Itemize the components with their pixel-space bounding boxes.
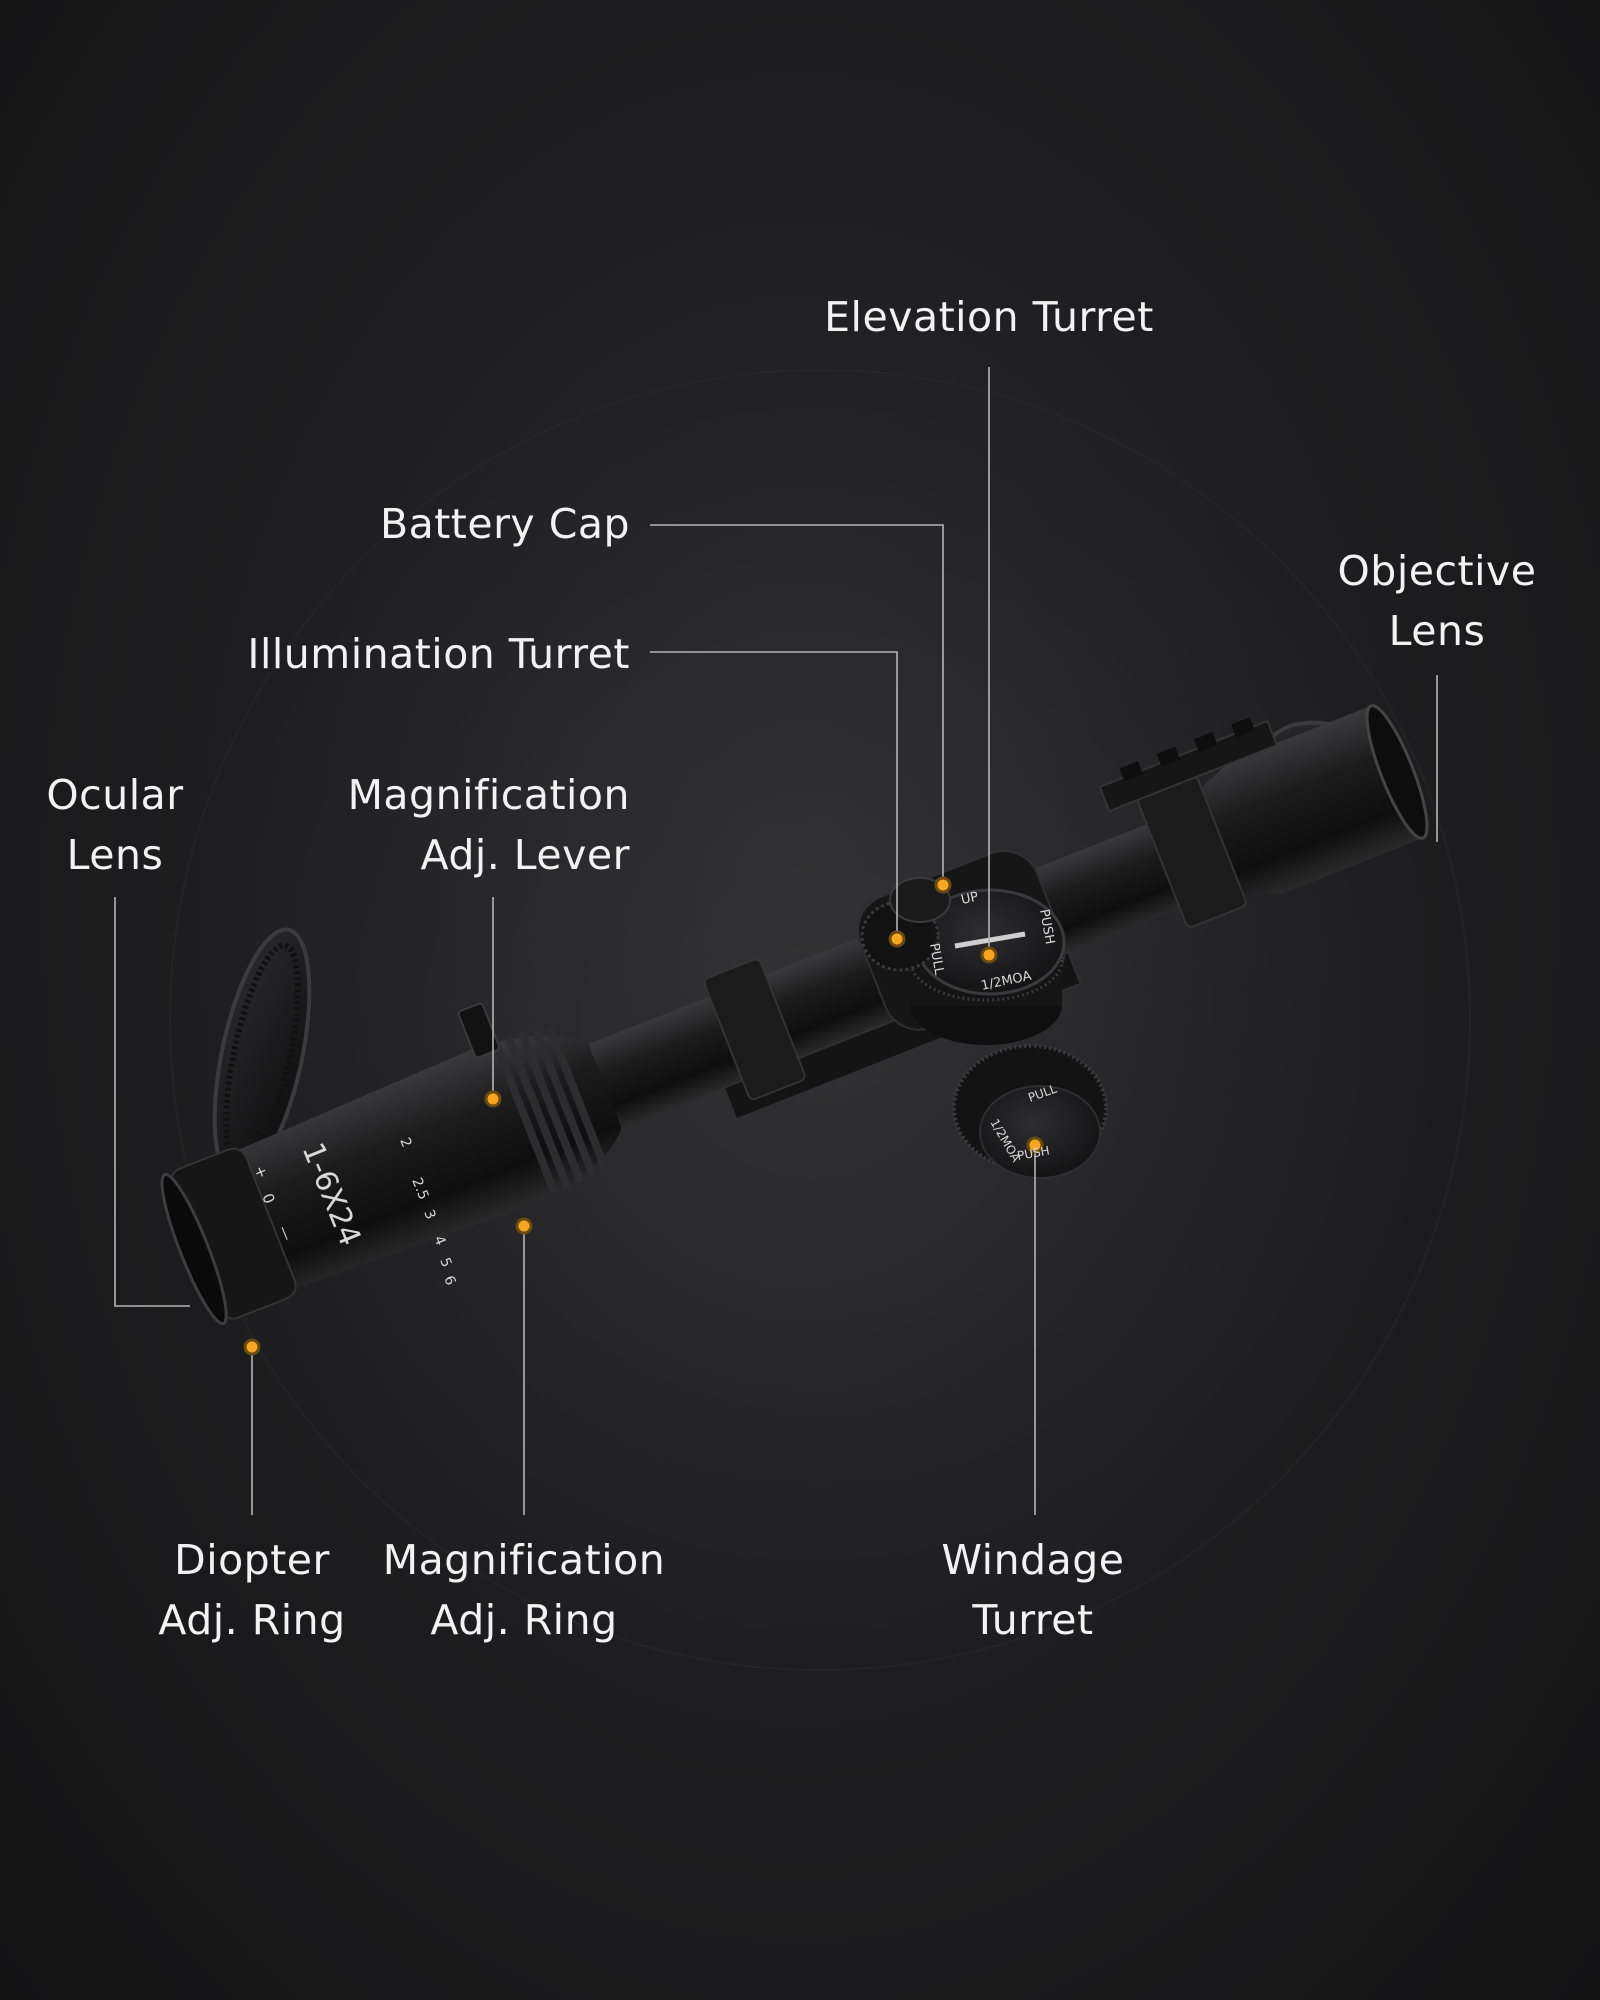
leader-lines [114, 367, 1438, 1515]
label-line: Ocular [46, 771, 184, 819]
label-line: Magnification [382, 1536, 666, 1584]
elevation-push-marking: PUSH [1036, 908, 1057, 945]
label-magnification-ring: Magnification Adj. Ring [383, 1530, 665, 1650]
diopter-mark-minus: — [274, 1223, 296, 1244]
label-line: Magnification [347, 771, 630, 819]
label-line: Objective [1337, 547, 1537, 595]
marker-elevation [980, 946, 998, 964]
marker-mag-lever [484, 1090, 502, 1108]
label-line: Windage [941, 1536, 1125, 1584]
label-magnification-lever: Magnification Adj. Lever [348, 765, 630, 885]
windage-push-marking: PUSH [1016, 1143, 1051, 1162]
label-line: Adj. Lever [420, 831, 630, 879]
label-objective-lens: Objective Lens [1338, 541, 1537, 661]
marker-dots [243, 876, 1044, 1356]
label-line: Diopter [174, 1536, 330, 1584]
label-line: Battery Cap [379, 500, 630, 548]
label-windage-turret: Windage Turret [942, 1530, 1125, 1650]
marker-illumination [888, 930, 906, 948]
leader-illumination [650, 651, 898, 937]
label-line: Adj. Ring [158, 1596, 346, 1644]
elevation-turret-drawing [908, 888, 1066, 1045]
label-line: Lens [66, 831, 164, 879]
mag-scale-2-5: 2.5 [408, 1176, 431, 1203]
marker-mag-ring [515, 1217, 533, 1235]
label-ocular-lens: Ocular Lens [46, 765, 183, 885]
label-line: Illumination Turret [247, 630, 630, 678]
label-illumination-turret: Illumination Turret [247, 624, 630, 684]
marker-windage [1026, 1136, 1044, 1154]
label-line: Elevation Turret [824, 293, 1154, 341]
label-elevation-turret: Elevation Turret [824, 287, 1154, 347]
label-line: Adj. Ring [430, 1596, 618, 1644]
elevation-pull-marking: PULL [926, 942, 946, 977]
leader-ocular [114, 897, 190, 1307]
marker-battery [934, 876, 952, 894]
diopter-mark-plus: + [250, 1163, 271, 1181]
label-line: Turret [972, 1596, 1094, 1644]
label-battery-cap: Battery Cap [380, 494, 630, 554]
label-line: Lens [1388, 607, 1486, 655]
elevation-up-marking: UP [960, 890, 980, 908]
windage-turret-drawing [952, 1044, 1108, 1179]
label-diopter-ring: Diopter Adj. Ring [158, 1530, 345, 1650]
marker-diopter [243, 1338, 261, 1356]
leader-battery [650, 524, 944, 882]
